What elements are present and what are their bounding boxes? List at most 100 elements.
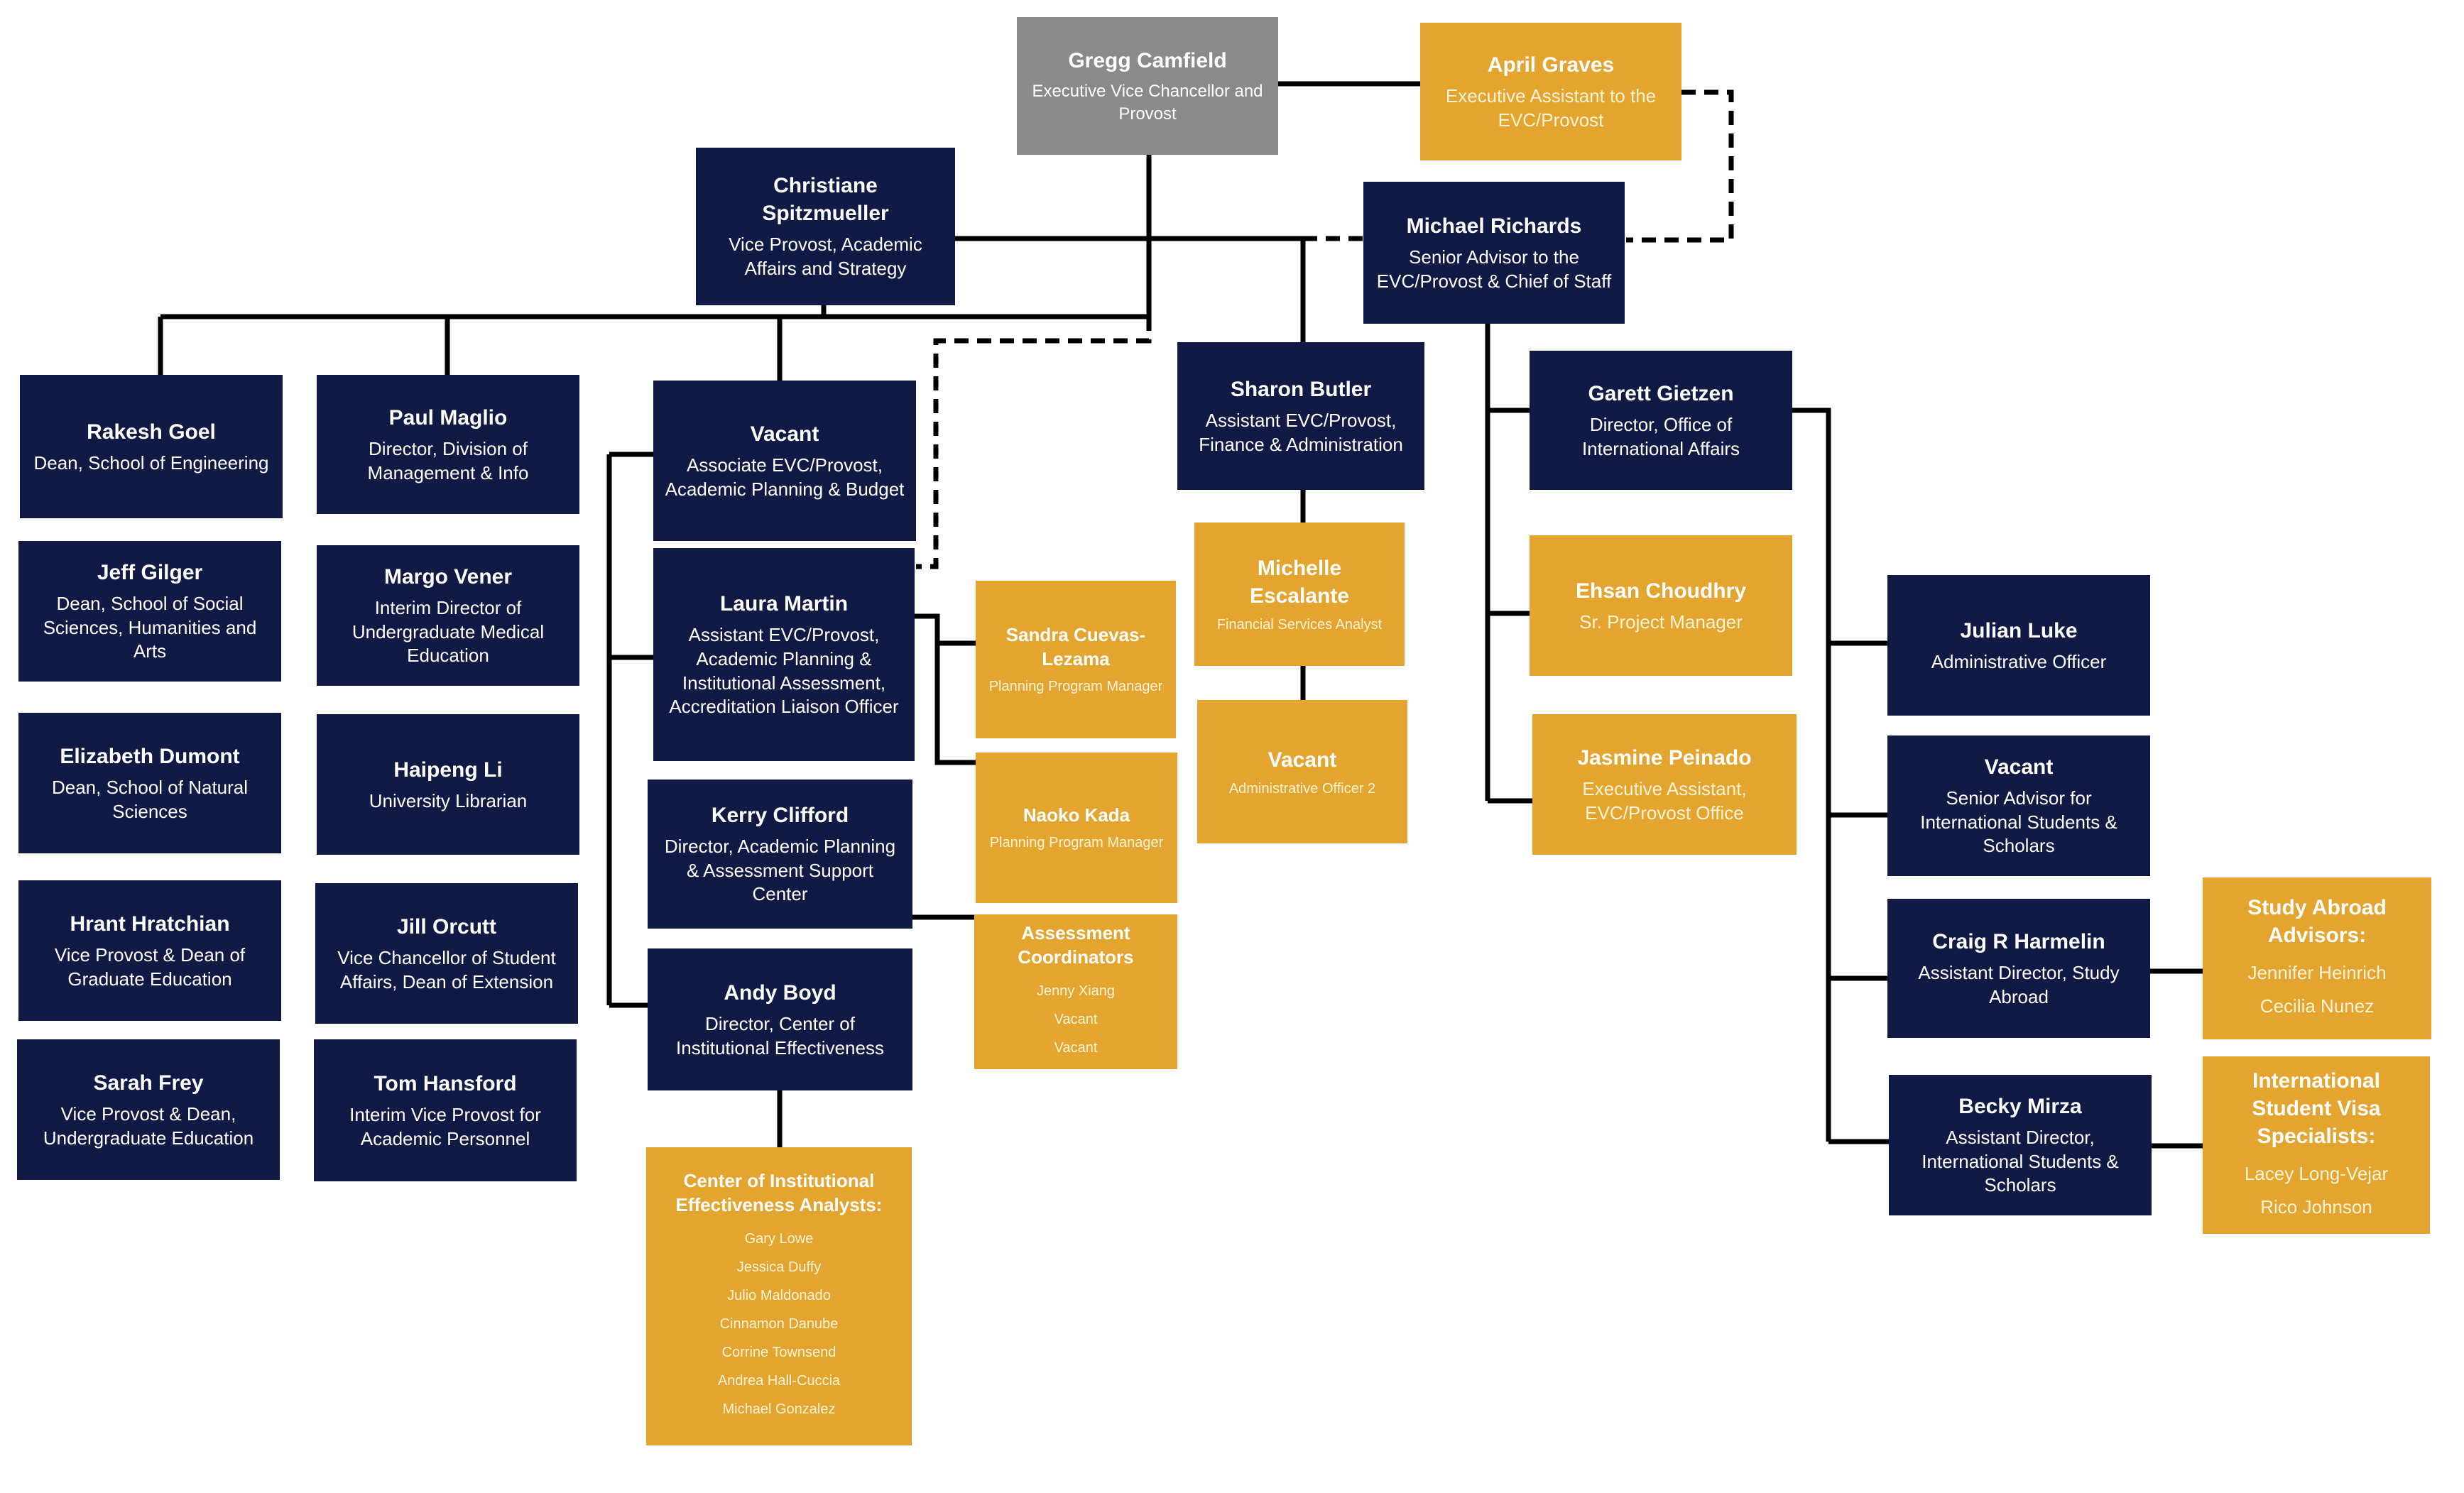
jasmine-box: Jasmine Peinado Executive Assistant, EVC…	[1532, 714, 1797, 855]
intl-name: Julian Luke	[1960, 618, 2078, 642]
dean-jeff-box: Jeff Gilger Dean, School of Social Scien…	[18, 541, 281, 682]
ehsan-title: Sr. Project Manager	[1579, 611, 1743, 633]
academic-title: Assistant EVC/Provost, Academic Planning…	[669, 623, 899, 718]
list-item: Michael Gonzalez	[722, 1401, 836, 1417]
ehsan-box: Ehsan Choudhry Sr. Project Manager	[1530, 535, 1792, 676]
sandra-name: Sandra Cuevas-Lezama	[1005, 624, 1146, 669]
andy-boyd-box: Andy Boyd Director, Center of Institutio…	[648, 948, 912, 1090]
dean-title: University Librarian	[369, 789, 528, 811]
dean-name: Tom Hansford	[374, 1071, 517, 1095]
list-item: Jennifer Heinrich	[2247, 962, 2387, 984]
assessment-coordinators-box: Assessment Coordinators Jenny Xiang Vaca…	[974, 914, 1177, 1069]
academic-title: Director, Academic Planning & Assessment…	[664, 835, 896, 905]
study-abroad-advisors-box: Study Abroad Advisors: Jennifer Heinrich…	[2203, 877, 2431, 1039]
naoko-box: Naoko Kada Planning Program Manager	[976, 753, 1177, 903]
academic-title: Director, Center of Institutional Effect…	[676, 1012, 884, 1059]
list-item: Cecilia Nunez	[2259, 995, 2375, 1017]
list-item: Gary Lowe	[744, 1230, 814, 1247]
line-garett-spine	[1792, 408, 1831, 1142]
list-item: Jenny Xiang	[1036, 983, 1116, 999]
michael-richards-box: Michael Richards Senior Advisor to the E…	[1363, 182, 1625, 324]
vacant-associate-box: Vacant Associate EVC/Provost, Academic P…	[653, 381, 916, 541]
dean-paul-box: Paul Maglio Director, Division of Manage…	[317, 375, 579, 514]
craig-harmelin-box: Craig R Harmelin Assistant Director, Stu…	[1887, 899, 2150, 1038]
garett-box: Garett Gietzen Director, Office of Inter…	[1530, 351, 1792, 490]
april-graves-box: April Graves Executive Assistant to the …	[1420, 23, 1681, 160]
line-laura-sandra	[915, 613, 976, 646]
dean-title: Dean, School of Engineering	[33, 452, 269, 474]
april-name: April Graves	[1487, 53, 1615, 77]
list-item: Cinnamon Danube	[719, 1316, 839, 1332]
jasmine-title: Executive Assistant, EVC/Provost Office	[1582, 777, 1747, 824]
dean-name: Haipeng Li	[393, 758, 503, 782]
list-item: Vacant	[1054, 1039, 1098, 1056]
dean-title: Interim Vice Provost for Academic Person…	[349, 1103, 541, 1149]
intl-name: Vacant	[1984, 755, 2054, 779]
vacant-admin-box: Vacant Administrative Officer 2	[1197, 700, 1407, 843]
intl-title: Senior Advisor for International Student…	[1920, 787, 2117, 857]
dean-elizabeth-box: Elizabeth Dumont Dean, School of Natural…	[18, 713, 281, 853]
dean-title: Dean, School of Natural Sciences	[51, 776, 249, 822]
cie-list: Gary Lowe Jessica Duffy Julio Maldonado …	[718, 1225, 840, 1423]
michelle-box: Michelle Escalante Financial Services An…	[1194, 523, 1405, 666]
laura-martin-box: Laura Martin Assistant EVC/Provost, Acad…	[653, 548, 915, 761]
assessment-list: Jenny Xiang Vacant Vacant	[1037, 977, 1115, 1062]
intl-name: Becky Mirza	[1958, 1094, 2082, 1118]
list-item: Vacant	[1054, 1011, 1098, 1027]
gregg-title: Executive Vice Chancellor and Provost	[1032, 82, 1263, 124]
michelle-title: Financial Services Analyst	[1216, 617, 1383, 633]
dean-name: Hrant Hratchian	[70, 912, 230, 936]
michelle-name: Michelle Escalante	[1249, 557, 1350, 608]
academic-name: Laura Martin	[719, 591, 849, 616]
april-title: Executive Assistant to the EVC/Provost	[1445, 84, 1657, 131]
jasmine-name: Jasmine Peinado	[1577, 745, 1752, 770]
sandra-box: Sandra Cuevas-Lezama Planning Program Ma…	[976, 581, 1176, 738]
dean-margo-box: Margo Vener Interim Director of Undergra…	[317, 545, 579, 686]
dean-name: Sarah Frey	[93, 1071, 204, 1095]
dean-jill-box: Jill Orcutt Vice Chancellor of Student A…	[315, 883, 578, 1024]
academic-name: Vacant	[750, 422, 819, 446]
becky-mirza-box: Becky Mirza Assistant Director, Internat…	[1889, 1075, 2152, 1215]
line-laura-naoko	[934, 643, 976, 765]
naoko-name: Naoko Kada	[1023, 804, 1130, 826]
christiane-title: Vice Provost, Academic Affairs and Strat…	[729, 234, 922, 279]
list-item: Rico Johnson	[2260, 1196, 2372, 1218]
dean-title: Dean, School of Social Sciences, Humanit…	[43, 592, 257, 662]
ehsan-name: Ehsan Choudhry	[1575, 579, 1746, 603]
dean-sarah-box: Sarah Frey Vice Provost & Dean, Undergra…	[17, 1039, 280, 1180]
intl-title: Assistant Director, International Studen…	[1921, 1126, 2119, 1196]
dean-name: Paul Maglio	[388, 405, 508, 430]
dean-name: Margo Vener	[383, 564, 513, 589]
list-item: Lacey Long-Vejar	[2244, 1162, 2389, 1184]
vacant-admin-title: Administrative Officer 2	[1228, 780, 1376, 797]
vacant-admin-name: Vacant	[1268, 748, 1337, 772]
dean-hrant-box: Hrant Hratchian Vice Provost & Dean of G…	[18, 880, 281, 1021]
dean-title: Interim Director of Undergraduate Medica…	[351, 596, 545, 667]
sharon-title: Assistant EVC/Provost, Finance & Adminis…	[1199, 409, 1403, 455]
dean-title: Vice Provost & Dean of Graduate Educatio…	[54, 944, 246, 990]
visa-name: International Student Visa Specialists:	[2252, 1068, 2381, 1148]
dean-name: Elizabeth Dumont	[60, 744, 240, 768]
dean-title: Vice Provost & Dean, Undergraduate Educa…	[43, 1103, 254, 1149]
naoko-title: Planning Program Manager	[989, 834, 1164, 851]
assessment-name: Assessment Coordinators	[1018, 922, 1134, 968]
kerry-clifford-box: Kerry Clifford Director, Academic Planni…	[648, 780, 912, 929]
dean-name: Jeff Gilger	[97, 560, 203, 584]
list-item: Julio Maldonado	[727, 1287, 831, 1303]
visa-list: Lacey Long-Vejar Rico Johnson	[2245, 1157, 2388, 1224]
study-abroad-name: Study Abroad Advisors:	[2247, 896, 2387, 948]
intl-name: Craig R Harmelin	[1932, 929, 2105, 953]
dean-name: Rakesh Goel	[87, 420, 216, 444]
study-abroad-list: Jennifer Heinrich Cecilia Nunez	[2247, 956, 2386, 1023]
dashed-april-michael	[1626, 89, 1734, 243]
christiane-box: Christiane Spitzmueller Vice Provost, Ac…	[696, 148, 955, 305]
sharon-butler-box: Sharon Butler Assistant EVC/Provost, Fin…	[1177, 342, 1424, 490]
line-christiane-sharon	[955, 236, 1306, 342]
dean-tom-box: Tom Hansford Interim Vice Provost for Ac…	[314, 1039, 577, 1181]
list-item: Jessica Duffy	[736, 1259, 822, 1275]
list-item: Andrea Hall-Cuccia	[717, 1372, 841, 1389]
dean-name: Jill Orcutt	[396, 914, 497, 939]
academic-title: Associate EVC/Provost, Academic Planning…	[665, 454, 905, 500]
sandra-title: Planning Program Manager	[988, 678, 1163, 694]
